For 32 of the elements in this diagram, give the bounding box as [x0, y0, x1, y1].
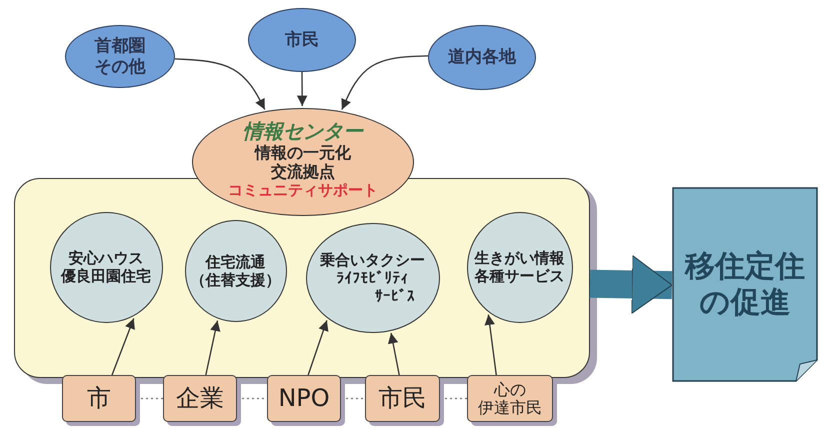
node-label: 住宅流通	[206, 252, 266, 270]
arrow	[296, 72, 308, 106]
node-label: 情報センター	[243, 119, 363, 143]
arrow	[388, 332, 400, 376]
node-label: 首都圏その他	[94, 36, 147, 77]
node-label: 企業	[176, 385, 224, 412]
node-label: 市	[87, 385, 111, 412]
node-label: NPO	[278, 385, 330, 412]
node-label: ｻｰﾋﾞｽ	[374, 286, 415, 304]
node-label: 優良田園住宅	[61, 267, 151, 285]
node-label: 交流拠点	[271, 162, 335, 182]
arrow	[341, 55, 428, 110]
arrow	[111, 318, 135, 376]
node-label: 移住定住の促進	[684, 248, 806, 320]
arrow	[174, 58, 266, 110]
arrow	[205, 320, 220, 376]
block-arrow	[590, 254, 672, 314]
node-label: 心の	[494, 380, 526, 398]
node-label: 情報の一元化	[255, 143, 351, 162]
node-label: 安心ハウス	[68, 249, 144, 267]
node-label: 乗合いタクシー	[320, 250, 425, 268]
node-label: （住替支援）	[190, 270, 280, 288]
node-label: 各種サービス	[474, 267, 564, 285]
node-label: 伊達市民	[478, 398, 542, 416]
node-label: 市民	[285, 30, 319, 50]
node-label: コミュニティサポート	[228, 181, 378, 200]
node-label: ﾗｲﾌﾓﾋﾞﾘﾃｨ	[336, 268, 408, 286]
node-label: 市民	[378, 385, 426, 412]
node-label: 生きがい情報	[474, 249, 564, 267]
node-label: 道内各地	[448, 47, 516, 68]
arrow	[308, 320, 328, 376]
arrow	[484, 314, 497, 376]
